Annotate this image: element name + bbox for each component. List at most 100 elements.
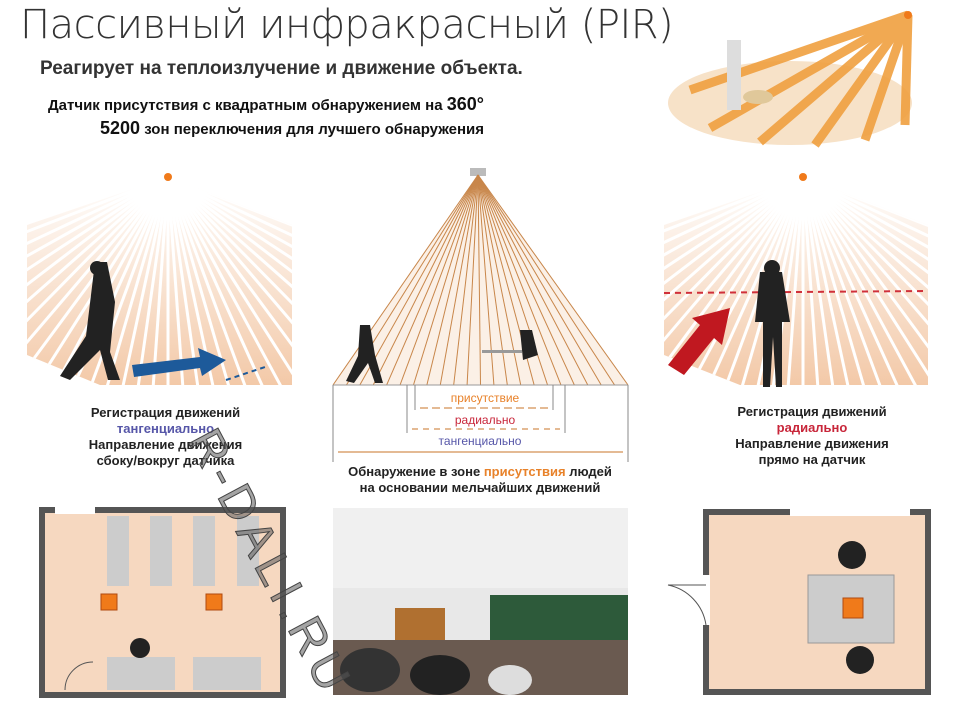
- caption-line: Регистрация движений: [90, 405, 241, 420]
- detection-ray: [166, 177, 292, 385]
- detection-ray: [27, 177, 169, 374]
- detection-ray: [664, 177, 804, 385]
- radial-fan: [663, 173, 929, 387]
- classroom-photo: [333, 508, 628, 695]
- detection-ray: [82, 177, 170, 385]
- sensor-icon: [799, 173, 807, 181]
- detection-ray: [664, 177, 805, 385]
- standing-person-icon: [755, 272, 790, 387]
- label-tangential: тангенциально: [438, 434, 522, 448]
- detection-ray: [664, 177, 805, 385]
- detection-ray: [477, 174, 589, 386]
- detection-ray: [801, 177, 861, 385]
- detection-ray: [167, 177, 292, 385]
- caption-line: Направление движения: [735, 436, 889, 451]
- right-caption: Регистрация движений радиально Направлен…: [722, 404, 902, 468]
- walking-person-icon: [60, 262, 120, 380]
- detection-ray: [801, 177, 928, 385]
- detection-ray: [477, 174, 481, 386]
- detection-ray: [167, 177, 292, 374]
- detection-ray: [802, 177, 928, 323]
- detection-ray: [386, 174, 479, 386]
- caption-line: людей: [569, 464, 612, 479]
- detection-ray: [332, 174, 479, 386]
- detection-ray: [27, 177, 169, 323]
- detection-ray: [166, 177, 254, 385]
- detection-ray: [801, 177, 928, 385]
- feature-text: Датчик присутствия с квадратным обнаруже…: [48, 97, 443, 114]
- desk-icon: [482, 350, 522, 353]
- detection-ray: [166, 177, 292, 385]
- detection-ray: [477, 174, 602, 386]
- detection-ray: [477, 174, 575, 386]
- sensor-icon: [164, 173, 172, 181]
- detection-ray: [27, 177, 169, 385]
- detection-ray: [166, 177, 292, 385]
- room-plan-right: [667, 508, 931, 695]
- detection-ray: [745, 177, 805, 385]
- feature-text: зон переключения для лучшего обнаружения: [144, 121, 485, 138]
- ceiling-sensor-icon: [470, 168, 486, 176]
- detection-ray: [166, 177, 292, 385]
- radial-arrow-icon: [668, 308, 730, 375]
- detection-ray: [477, 174, 629, 386]
- detection-ray: [466, 174, 479, 386]
- tangential-fan: [27, 173, 292, 385]
- feature-360: Датчик присутствия с квадратным обнаруже…: [48, 94, 484, 115]
- person-topview-icon: [838, 541, 866, 569]
- detection-ray: [167, 177, 292, 385]
- detection-ray: [689, 177, 805, 385]
- detection-ray: [439, 174, 479, 386]
- detection-ray: [28, 177, 170, 385]
- detection-ray: [166, 177, 292, 385]
- detection-ray: [801, 177, 928, 385]
- caption-line: прямо на датчик: [758, 452, 866, 467]
- detection-ray: [166, 177, 282, 385]
- detection-ray: [399, 174, 479, 386]
- detection-ray: [664, 177, 805, 385]
- detection-ray: [477, 174, 562, 386]
- detection-ray: [664, 177, 804, 323]
- detection-ray: [166, 177, 198, 385]
- caption-highlight: тангенциально: [116, 421, 215, 436]
- detection-ray: [664, 177, 805, 385]
- page-title: Пассивный инфракрасный (PIR): [20, 2, 674, 48]
- detection-ray: [802, 177, 928, 349]
- detection-ray: [664, 177, 804, 349]
- detection-ray: [412, 174, 479, 386]
- detection-ray: [801, 177, 928, 385]
- presence-cone: [332, 168, 629, 462]
- detection-ray: [166, 177, 226, 385]
- caption-line: на основании мельчайших движений: [359, 480, 601, 495]
- detection-ray: [359, 174, 479, 386]
- left-caption: Регистрация движений тангенциально Напра…: [78, 405, 253, 469]
- detection-ray: [802, 177, 928, 385]
- sensor-icon: [904, 11, 912, 19]
- caption-highlight: радиально: [776, 420, 848, 435]
- top-fan-illustration: [668, 10, 913, 148]
- tangential-arrow-icon: [132, 348, 226, 377]
- caption-line: Направление движения: [88, 437, 243, 452]
- detection-ray: [477, 174, 616, 386]
- detection-ray: [27, 177, 170, 385]
- detection-ray: [802, 177, 928, 385]
- middle-caption: Обнаружение в зоне присутствия людей на …: [320, 464, 640, 496]
- detection-ray: [801, 177, 928, 385]
- caption-line: сбоку/вокруг датчика: [96, 453, 235, 468]
- detection-ray: [27, 177, 170, 385]
- walking-person-icon: [346, 325, 383, 383]
- detection-ray: [717, 177, 805, 385]
- detection-ray: [664, 177, 804, 385]
- label-radial: радиально: [454, 413, 516, 427]
- detection-ray: [801, 177, 928, 385]
- person-topview-icon: [130, 638, 150, 658]
- detection-ray: [801, 177, 928, 385]
- detection-ray: [27, 177, 169, 349]
- label-presence: присутствие: [450, 391, 520, 405]
- detection-ray: [27, 177, 169, 385]
- detection-ray: [801, 177, 833, 385]
- detection-ray: [27, 177, 169, 385]
- detection-ray: [453, 174, 479, 386]
- room-plan-left: [39, 506, 286, 698]
